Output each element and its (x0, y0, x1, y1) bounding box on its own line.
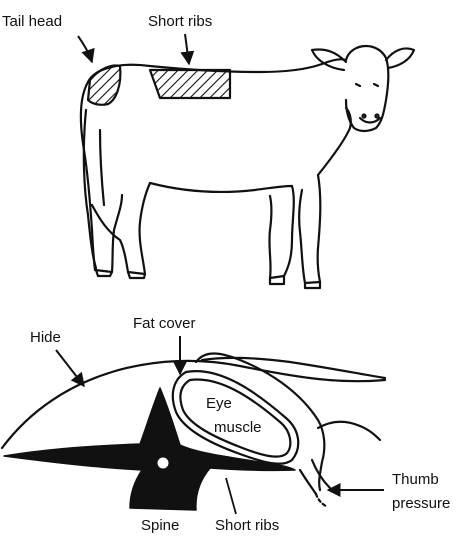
tail-head-hatched-area (88, 66, 120, 105)
short-ribs-top-arrow (185, 34, 189, 64)
short-ribs-bottom-leader (226, 478, 236, 514)
tail-head-arrow (78, 36, 92, 62)
hide-label: Hide (30, 329, 61, 346)
spine-label: Spine (141, 517, 179, 534)
eye-muscle-label-line2: muscle (214, 419, 262, 436)
thumb-pressure-label-line2: pressure (392, 495, 450, 512)
spinal-canal (158, 458, 168, 468)
short-ribs-top-label: Short ribs (148, 13, 212, 30)
hide-outline (2, 361, 385, 448)
spine-shape (4, 388, 295, 510)
tail-head-label: Tail head (2, 13, 62, 30)
thumb-pressure-label-line1: Thumb (392, 471, 439, 488)
fat-cover-label: Fat cover (133, 315, 196, 332)
hide-arrow (56, 350, 84, 386)
short-ribs-bottom-label: Short ribs (215, 517, 279, 534)
eye-muscle-label-line1: Eye (206, 395, 232, 412)
short-ribs-hatched-area (150, 70, 230, 98)
cow-illustration (81, 46, 414, 288)
